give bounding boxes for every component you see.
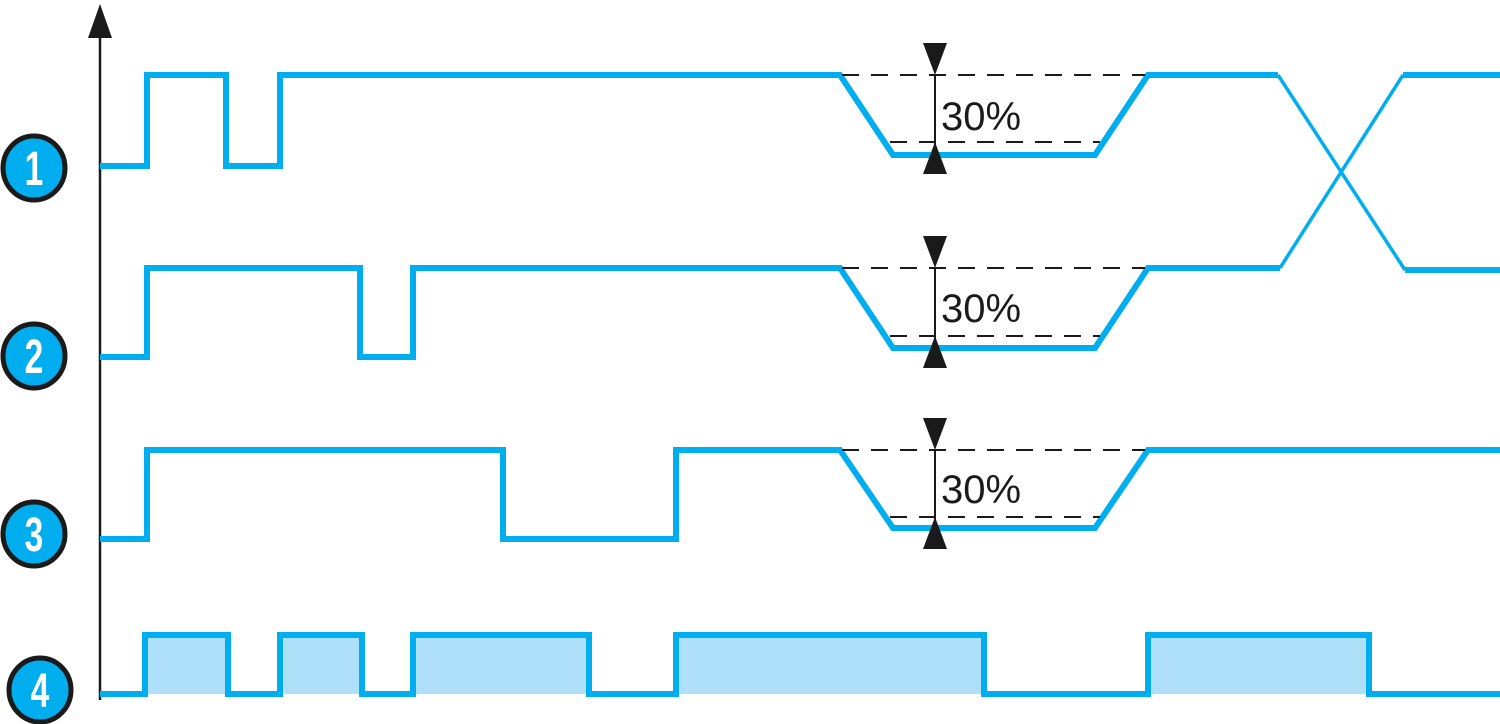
signal-line (100, 72, 1278, 169)
signal-badge-4: 4 (6, 655, 74, 724)
signal-trace-2 (100, 72, 1500, 360)
pulse-fill (145, 635, 228, 694)
y-axis (88, 4, 112, 700)
arrow-down-icon (923, 236, 947, 268)
arrow-up-icon (923, 142, 947, 174)
badge-circle (0, 133, 68, 203)
arrow-down-icon (923, 43, 947, 75)
arrow-up-icon (923, 517, 947, 549)
signal-trace-4 (100, 632, 1500, 697)
badge-number: 4 (31, 663, 50, 718)
signal-trace-1 (100, 72, 1500, 273)
pulse-fill (676, 635, 984, 694)
signal-badge-1: 1 (0, 133, 68, 203)
dip-percentage-label: 30% (941, 287, 1021, 331)
signal-badge-2: 2 (0, 321, 68, 391)
arrow-up-icon (923, 336, 947, 368)
dip-annotation-1: 30% (842, 43, 1145, 174)
pulse-fill (1148, 635, 1369, 694)
pulse-fill (280, 635, 362, 694)
badge-number: 2 (25, 329, 44, 384)
badge-number: 1 (25, 141, 44, 196)
crossover-line (1278, 74, 1405, 269)
signal-traces (100, 72, 1500, 697)
dip-percentage-label: 30% (941, 468, 1021, 512)
pulse-fill (413, 635, 589, 694)
signal-line (100, 447, 1500, 542)
dip-annotation-2: 30% (842, 236, 1145, 368)
y-axis-arrow-icon (88, 4, 112, 38)
arrow-down-icon (923, 418, 947, 450)
signal-line (100, 632, 1500, 697)
dip-percentage-label: 30% (941, 95, 1021, 139)
signal-badges: 1 2 3 4 (0, 133, 74, 724)
signal-line (100, 265, 1280, 360)
dip-annotation-3: 30% (842, 418, 1145, 549)
signal-badge-3: 3 (0, 499, 68, 569)
badge-circle (0, 499, 68, 569)
badge-circle (0, 321, 68, 391)
signal-trace-3 (100, 447, 1500, 542)
dip-annotations: 30% 30% 30% (842, 43, 1145, 549)
badge-circle (6, 655, 74, 724)
badge-number: 3 (25, 507, 44, 562)
